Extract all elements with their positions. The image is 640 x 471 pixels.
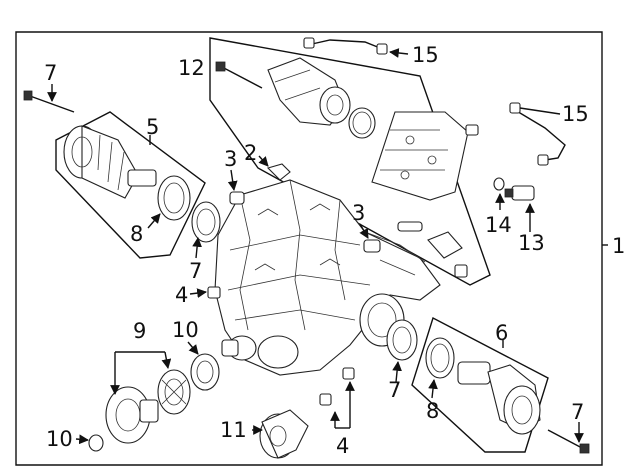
output-flange-right [457, 361, 541, 435]
vent-hose-upper [303, 37, 388, 55]
drain-plug-left [207, 286, 221, 299]
plug-right [363, 239, 381, 253]
sensor [504, 185, 535, 201]
plug-left [229, 191, 245, 205]
solenoid [397, 124, 479, 278]
callout-10-upper: 10 [172, 318, 199, 342]
callout-7-upper-left: 7 [44, 61, 57, 85]
callout-15-right: 15 [562, 102, 589, 126]
callout-14: 14 [485, 213, 512, 237]
leaders [47, 48, 584, 445]
callout-7-left: 7 [189, 259, 202, 283]
shaft-seal-left [191, 201, 221, 243]
drain-plug-bottom-a [319, 393, 332, 406]
callout-3-right: 3 [352, 201, 365, 225]
drain-plug-bottom-b [342, 367, 355, 380]
actuator-motor [267, 57, 351, 126]
bearing-cup [190, 353, 220, 391]
shim-ring [88, 434, 104, 452]
group-12-outline [209, 37, 491, 286]
callout-7-right: 7 [388, 378, 401, 402]
callout-9: 9 [133, 319, 146, 343]
callout-labels: 7 5 8 7 3 2 3 4 12 15 15 14 13 1 9 10 10… [44, 43, 625, 458]
callout-8-left: 8 [130, 222, 143, 246]
callout-4-bottom: 4 [336, 434, 349, 458]
mount-bushing [259, 409, 309, 459]
bearing-race [157, 369, 191, 415]
shaft-seal-right [386, 319, 418, 361]
callout-3-left: 3 [224, 147, 237, 171]
callout-2: 2 [244, 141, 257, 165]
callout-10-lower: 10 [46, 427, 73, 451]
callout-4-left: 4 [175, 283, 188, 307]
callout-13: 13 [518, 231, 545, 255]
sensor-o-ring [493, 177, 505, 191]
seal-ring-right [425, 337, 455, 379]
callout-12: 12 [178, 56, 205, 80]
breather-cap [266, 163, 291, 181]
callout-5: 5 [146, 115, 159, 139]
callout-11: 11 [220, 418, 247, 442]
seal-ring-left [157, 175, 191, 221]
output-flange-left [63, 125, 157, 199]
assembly-frame [15, 31, 603, 466]
group-5-outline [55, 111, 206, 259]
vent-hose-right [509, 102, 566, 166]
callout-1: 1 [612, 234, 625, 258]
callout-15-upper: 15 [412, 43, 439, 67]
callout-7-lower-right: 7 [571, 400, 584, 424]
callout-8-right: 8 [426, 399, 439, 423]
bearing-kit [105, 386, 159, 444]
bolt-lower-right [547, 429, 590, 454]
valve-body [371, 111, 469, 201]
actuator-bolt [215, 61, 263, 89]
callout-6: 6 [495, 321, 508, 345]
bolt-upper-left [23, 90, 75, 113]
